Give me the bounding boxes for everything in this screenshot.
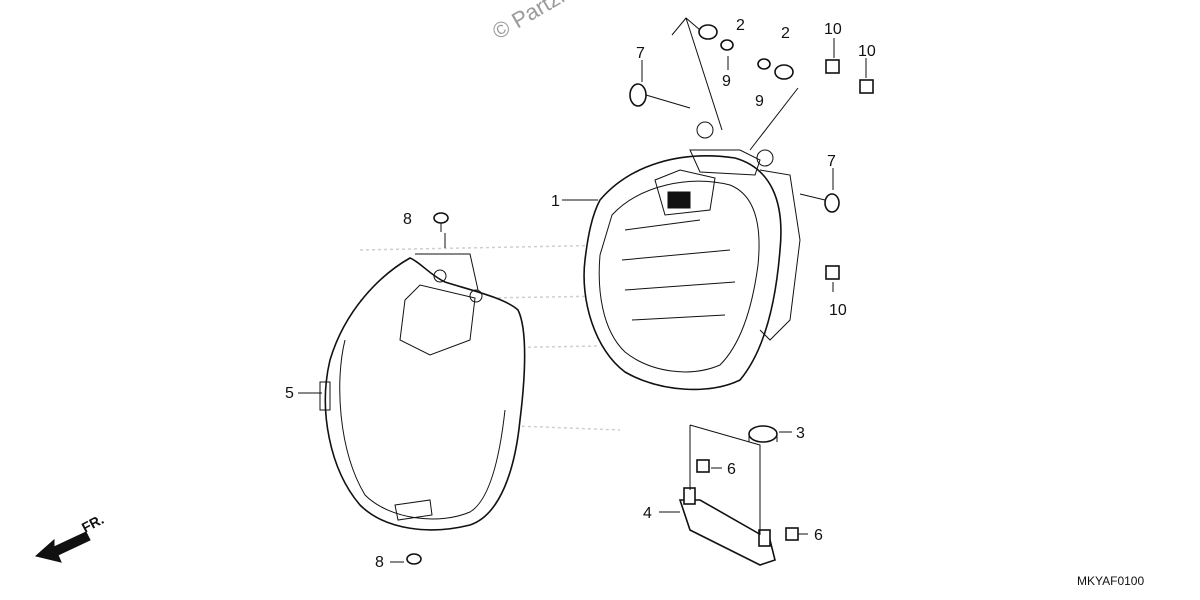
headlight-unit-part[interactable]	[583, 121, 801, 391]
front-indicator-label: FR.	[79, 511, 106, 536]
callout-6-upper: 6	[727, 461, 736, 478]
callout-9-upper: 9	[722, 73, 731, 90]
callout-3: 3	[796, 425, 805, 442]
callout-10-lower: 10	[829, 302, 847, 319]
callout-5: 5	[285, 385, 294, 402]
callout-10-left: 10	[824, 21, 842, 38]
stay-bracket-part[interactable]	[678, 487, 776, 566]
grommet-part[interactable]	[698, 24, 794, 80]
callout-2-upper: 2	[736, 17, 745, 34]
collar-part[interactable]	[720, 39, 771, 70]
leader-lines	[298, 17, 867, 563]
rubber-mount-part[interactable]	[748, 425, 778, 443]
headlight-cover-part[interactable]	[319, 257, 526, 531]
callout-2-lower: 2	[781, 25, 790, 42]
callout-7-right: 7	[827, 153, 836, 170]
diagram-code: MKYAF0100	[1077, 574, 1144, 588]
callout-4: 4	[643, 505, 652, 522]
callout-8-lower: 8	[375, 554, 384, 571]
callout-6-lower: 6	[814, 527, 823, 544]
callout-9-lower: 9	[755, 93, 764, 110]
callout-8-upper: 8	[403, 211, 412, 228]
callout-7-left: 7	[636, 45, 645, 62]
callout-1: 1	[551, 193, 560, 210]
clip-nut-part[interactable]	[825, 59, 874, 280]
small-screw-part[interactable]	[406, 212, 449, 565]
watermark-text: © Partzilla	[488, 0, 588, 44]
screw-part[interactable]	[629, 83, 840, 213]
front-arrow-icon	[34, 531, 91, 563]
callout-10-right: 10	[858, 43, 876, 60]
